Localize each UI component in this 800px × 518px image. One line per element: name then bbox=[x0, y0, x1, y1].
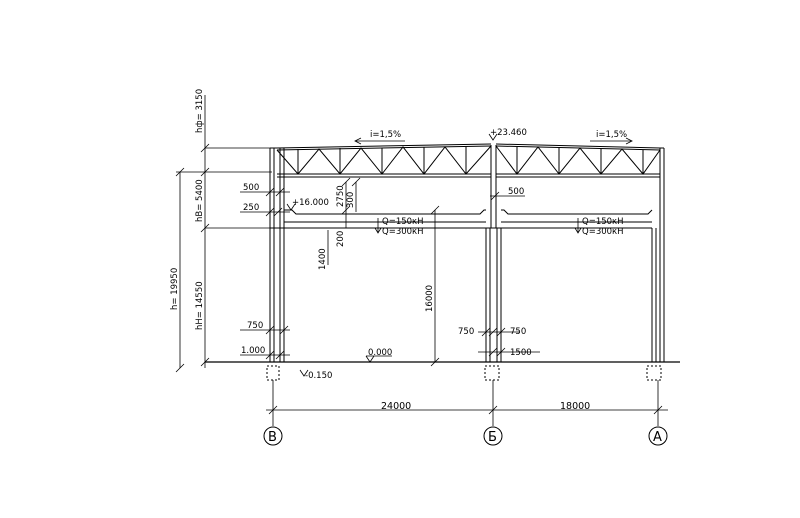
dim-500-left: 500 bbox=[243, 183, 259, 193]
dim-750-left: 750 bbox=[247, 321, 263, 331]
ridge-elevation: +23.460 bbox=[490, 128, 527, 138]
foundation-elevation: -0.150 bbox=[305, 371, 332, 381]
dim-200: 200 bbox=[336, 231, 346, 247]
floor-elevation: 0.000 bbox=[368, 348, 392, 358]
dim-750-mid-right: 750 bbox=[510, 327, 526, 337]
dim-1500: 1500 bbox=[510, 348, 532, 358]
axis-bubble-middle bbox=[483, 426, 503, 446]
dim-small-left bbox=[240, 187, 290, 360]
column-right bbox=[651, 147, 665, 362]
dim-300: 300 bbox=[346, 192, 356, 208]
slope-right-label: i=1,5% bbox=[596, 130, 627, 140]
dim-250: 250 bbox=[243, 203, 259, 213]
dim-hn: hН= 14550 bbox=[195, 281, 205, 330]
foundation-middle bbox=[484, 365, 500, 381]
axis-bubble-left bbox=[263, 426, 283, 446]
floor-marker bbox=[365, 355, 375, 363]
axis-label-middle: Б bbox=[488, 430, 497, 445]
dim-500-mid: 500 bbox=[508, 187, 524, 197]
column-left bbox=[269, 147, 285, 362]
foundation-marker bbox=[299, 369, 309, 377]
ridge-marker bbox=[488, 133, 498, 141]
dim-hv: hВ= 5400 bbox=[195, 179, 205, 222]
slope-arrow-left bbox=[354, 137, 405, 145]
load-right-q1: Q=150кН bbox=[582, 217, 624, 227]
dim-small-middle bbox=[478, 191, 540, 357]
truss-left bbox=[276, 143, 492, 178]
dim-rail-level: 16000 bbox=[425, 285, 435, 312]
load-left-q1: Q=150кН bbox=[382, 217, 424, 227]
load-right-q2: Q=300кН bbox=[582, 227, 624, 237]
slope-left-label: i=1,5% bbox=[370, 130, 401, 140]
dim-chain-middle bbox=[327, 177, 440, 367]
load-left-q2: Q=300кН bbox=[382, 227, 424, 237]
span-right-label: 18000 bbox=[560, 401, 590, 412]
axis-label-right: А bbox=[653, 430, 662, 445]
dim-750-mid-left: 750 bbox=[458, 327, 474, 337]
rail-elevation: +16.000 bbox=[292, 198, 329, 208]
dim-2750: 2750 bbox=[336, 185, 346, 207]
dim-1000: 1.000 bbox=[241, 346, 265, 356]
dim-spans bbox=[266, 380, 668, 426]
dim-h: h= 19950 bbox=[170, 268, 180, 310]
crane-beam-right bbox=[501, 209, 653, 229]
axis-label-left: В bbox=[268, 430, 277, 445]
axis-bubble-right bbox=[648, 426, 668, 446]
span-left-label: 24000 bbox=[381, 401, 411, 412]
dim-hf: hф= 3150 bbox=[195, 89, 205, 133]
foundation-right bbox=[646, 365, 662, 381]
dim-1400: 1400 bbox=[318, 248, 328, 270]
truss-right bbox=[495, 143, 661, 178]
slope-arrow-right bbox=[590, 137, 633, 145]
column-middle bbox=[485, 145, 502, 362]
dim-chain-left bbox=[175, 95, 272, 373]
rail-marker bbox=[286, 203, 296, 211]
foundation-left bbox=[266, 365, 280, 381]
